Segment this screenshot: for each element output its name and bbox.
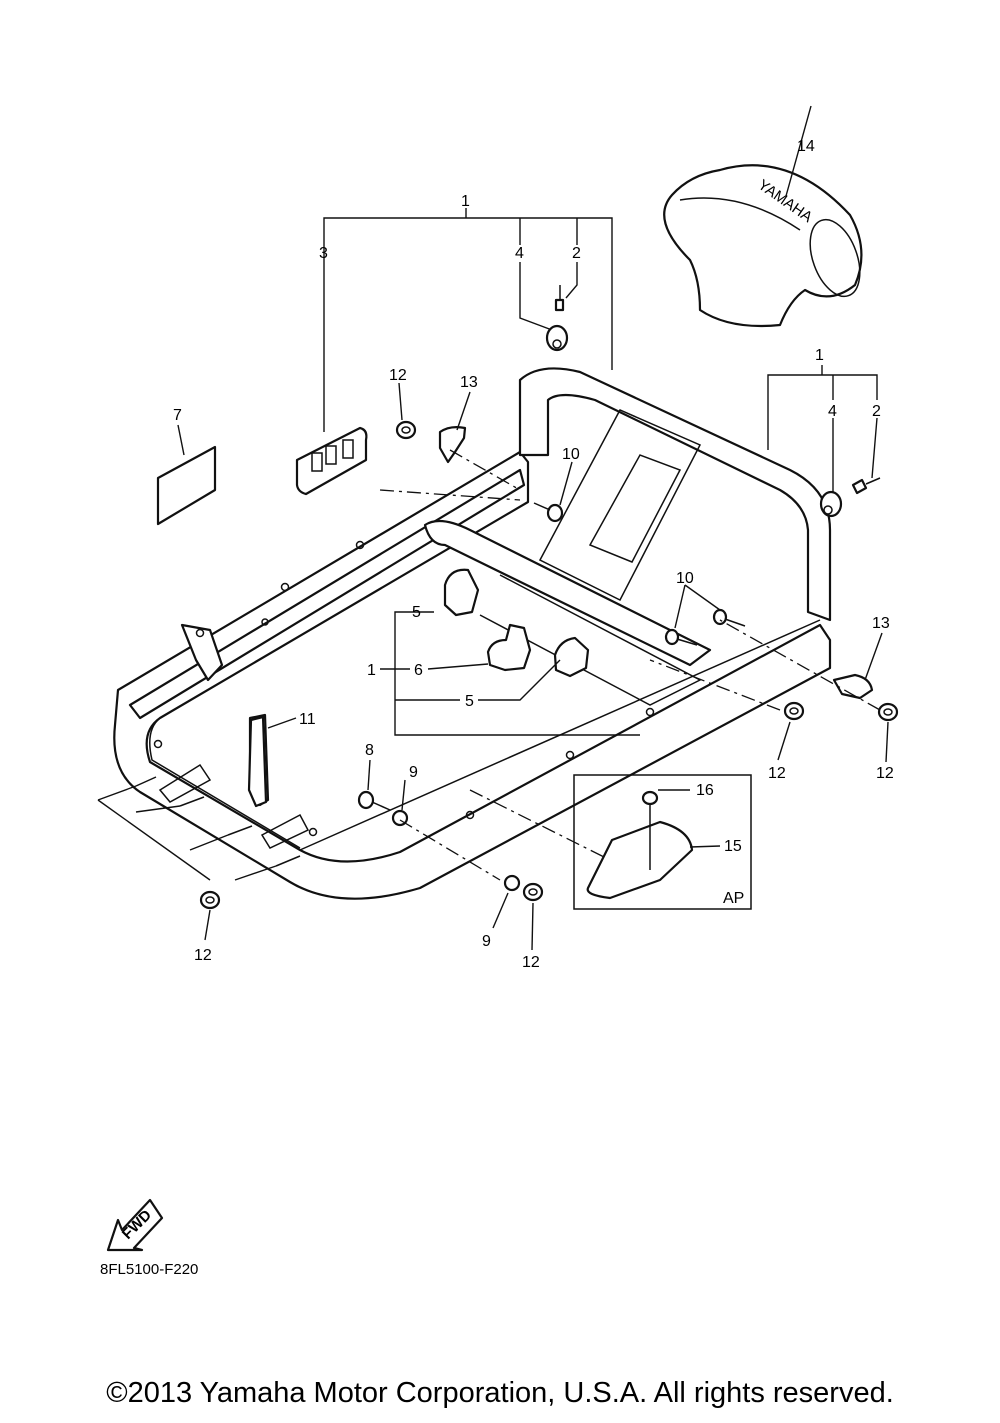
callout-8: 8	[365, 742, 374, 759]
damper-top	[545, 324, 569, 352]
callout-12-bottom-left: 12	[194, 947, 212, 964]
clamp-center	[486, 623, 532, 672]
callout-2-top: 2	[572, 245, 581, 262]
bolt-8	[357, 790, 391, 811]
callout-10-lower: 10	[676, 570, 694, 587]
studs	[135, 776, 301, 867]
callout-4-right: 4	[828, 403, 837, 420]
callout-12-topleft: 12	[389, 367, 407, 384]
callout-9-bottom: 9	[482, 933, 491, 950]
seat-cover: YAMAHA	[663, 164, 863, 328]
fwd-arrow-icon: FWD	[106, 1198, 164, 1252]
callout-12-right-a: 12	[768, 765, 786, 782]
rivet-top	[554, 285, 565, 312]
inset-label: AP	[723, 890, 744, 907]
callout-15: 15	[724, 838, 742, 855]
callout-2-right: 2	[872, 403, 881, 420]
callout-5-lower: 5	[465, 693, 474, 710]
clamp-lower	[553, 636, 590, 678]
diagram-code: 8FL5100-F220	[100, 1261, 198, 1278]
callout-10-upper: 10	[562, 446, 580, 463]
callout-9-left: 9	[409, 764, 418, 781]
callout-6: 6	[414, 662, 423, 679]
callout-12-right-b: 12	[876, 765, 894, 782]
bolt-upper	[533, 502, 564, 523]
callout-11: 11	[299, 711, 316, 728]
inset-box	[573, 774, 752, 910]
callout-4-top: 4	[515, 245, 524, 262]
callout-14: 14	[797, 138, 815, 155]
callout-12-bottom-mid: 12	[522, 954, 540, 971]
screw-16	[641, 790, 659, 806]
bolt-lower-b	[664, 628, 698, 646]
damper-right	[819, 490, 843, 518]
callouts: 1 3 4 2 14 1 4 2 12 13 7 10 10 13 5 1 6 …	[173, 138, 894, 971]
clamp-upper	[443, 568, 480, 617]
clip-left	[438, 426, 467, 464]
callout-16: 16	[696, 782, 714, 799]
callout-5-upper: 5	[412, 604, 421, 621]
assembly-1-left-bracket	[380, 611, 640, 736]
nut-right-b	[877, 702, 899, 722]
assembly-1-top-bracket	[323, 208, 613, 432]
washer-bottom	[503, 874, 521, 892]
nut-bottom-left	[199, 890, 221, 910]
label-sticker	[156, 445, 217, 526]
callout-13-left: 13	[460, 374, 478, 391]
guard-plate	[586, 820, 694, 900]
leader-lines	[177, 105, 889, 951]
callout-1-right: 1	[815, 347, 824, 364]
clip-right	[832, 673, 874, 700]
callout-7: 7	[173, 407, 182, 424]
nut-right-a	[783, 701, 805, 721]
rivet-right	[851, 477, 881, 495]
callout-13-right: 13	[872, 615, 890, 632]
nut-topleft	[395, 420, 417, 440]
strap	[247, 715, 268, 808]
assembly-1-right-bracket	[767, 365, 878, 492]
callout-1-top: 1	[461, 193, 470, 210]
callout-1-left: 1	[367, 662, 376, 679]
bolt-lower-a	[712, 608, 746, 627]
nut-bottom-mid	[522, 882, 544, 902]
copyright-notice: ©2013 Yamaha Motor Corporation, U.S.A. A…	[106, 1377, 894, 1409]
main-frame	[113, 367, 832, 900]
callout-3: 3	[319, 245, 328, 262]
switch-unit	[295, 426, 368, 496]
